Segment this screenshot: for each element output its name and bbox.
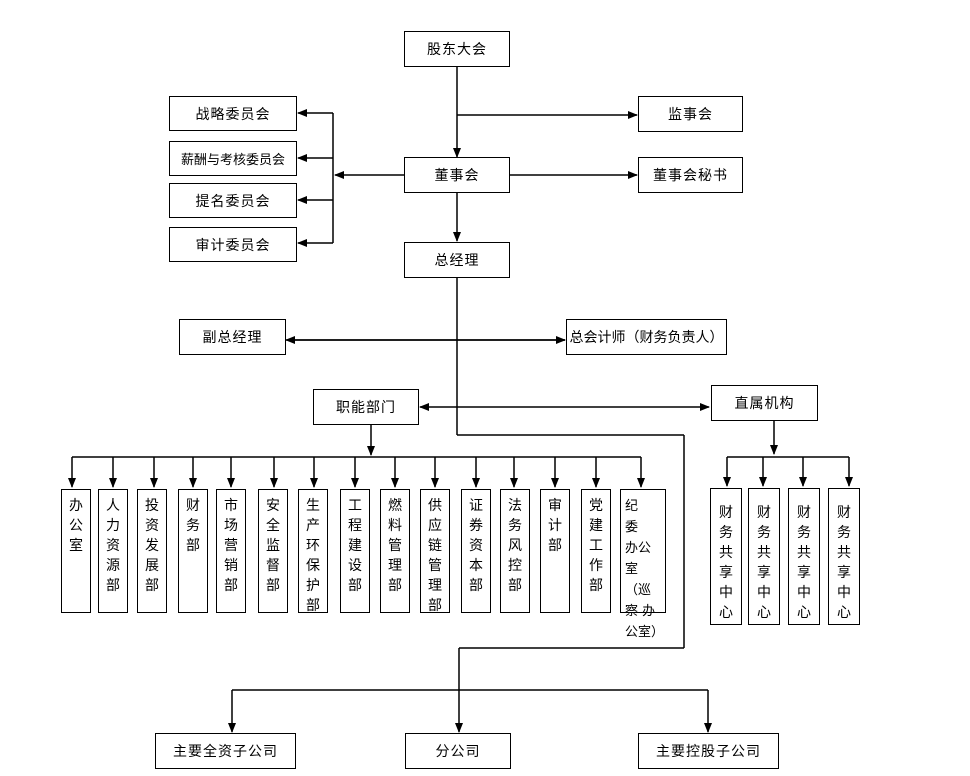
dept-human-resources: 人力资源部 (98, 489, 128, 613)
strategy-committee-box: 战略委员会 (169, 96, 297, 131)
compensation-committee-box: 薪酬与考核委员会 (169, 141, 297, 176)
dept-supply-chain: 供应链管理部 (420, 489, 450, 614)
dept-investment-development: 投资发展部 (137, 489, 167, 613)
nomination-committee-box: 提名委员会 (169, 183, 297, 218)
financial-shared-center-4: 财务共享中心 (828, 488, 860, 625)
functional-departments-box: 职能部门 (313, 389, 419, 425)
general-manager-box: 总经理 (404, 242, 510, 278)
dept-legal-risk: 法务风控部 (500, 489, 530, 613)
dept-office: 办公室 (61, 489, 91, 613)
dept-audit: 审计部 (540, 489, 570, 613)
financial-shared-center-2: 财务共享中心 (748, 488, 780, 625)
board-of-directors-box: 董事会 (404, 157, 510, 193)
audit-committee-box: 审计委员会 (169, 227, 297, 262)
dept-production-environmental: 生产环保护部 (298, 489, 328, 614)
board-secretary-box: 董事会秘书 (638, 157, 743, 193)
dept-fuel-management: 燃料管理部 (380, 489, 410, 613)
branch-companies-box: 分公司 (405, 733, 511, 769)
dept-discipline-inspection: 纪 委 办公 室（巡 察 办 公室） (620, 489, 666, 640)
chief-accountant-box: 总会计师（财务负责人） (566, 319, 727, 355)
dept-finance: 财务部 (178, 489, 208, 613)
dept-marketing: 市场营销部 (216, 489, 246, 613)
holding-subsidiaries-box: 主要控股子公司 (638, 733, 779, 769)
financial-shared-center-1: 财务共享中心 (710, 488, 742, 625)
dept-securities-capital: 证券资本部 (461, 489, 491, 613)
dept-party-building: 党建工作部 (581, 489, 611, 613)
deputy-gm-box: 副总经理 (179, 319, 286, 355)
wholly-owned-subsidiaries-box: 主要全资子公司 (155, 733, 296, 769)
dept-safety-supervision: 安全监督部 (258, 489, 288, 613)
direct-affiliates-box: 直属机构 (711, 385, 818, 421)
shareholders-meeting-box: 股东大会 (404, 31, 510, 67)
financial-shared-center-3: 财务共享中心 (788, 488, 820, 625)
supervisory-board-box: 监事会 (638, 96, 743, 132)
dept-engineering-construction: 工程建设部 (340, 489, 370, 613)
